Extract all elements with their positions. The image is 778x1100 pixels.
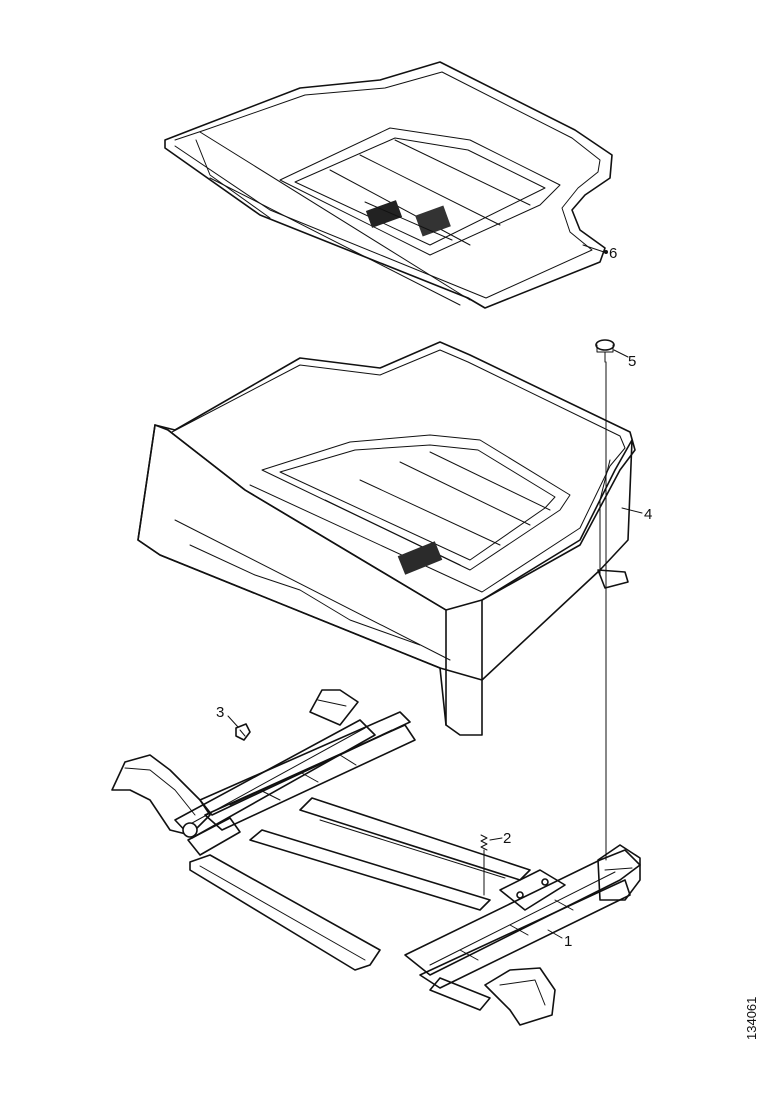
callout-1: 1 bbox=[547, 929, 572, 950]
callout-2: 2 bbox=[489, 830, 511, 847]
part-2-spring bbox=[480, 834, 488, 896]
callout-label-5: 5 bbox=[628, 353, 636, 370]
callout-6: 6 bbox=[582, 244, 617, 262]
callout-4: 4 bbox=[621, 506, 652, 523]
callout-5: 5 bbox=[613, 349, 636, 370]
part-6-top-tray bbox=[164, 61, 613, 309]
part-1-seat-frame bbox=[111, 689, 641, 1026]
part-3-clip bbox=[235, 723, 251, 741]
callout-label-6: 6 bbox=[609, 245, 617, 262]
part-4-seat-base bbox=[137, 341, 636, 736]
callout-label-3: 3 bbox=[216, 704, 224, 721]
part-5-bolt bbox=[595, 339, 615, 861]
callout-label-1: 1 bbox=[564, 933, 572, 950]
reference-code: 134061 bbox=[744, 996, 759, 1040]
callout-3: 3 bbox=[216, 704, 239, 728]
callout-label-4: 4 bbox=[644, 506, 652, 523]
callout-label-2: 2 bbox=[503, 830, 511, 847]
